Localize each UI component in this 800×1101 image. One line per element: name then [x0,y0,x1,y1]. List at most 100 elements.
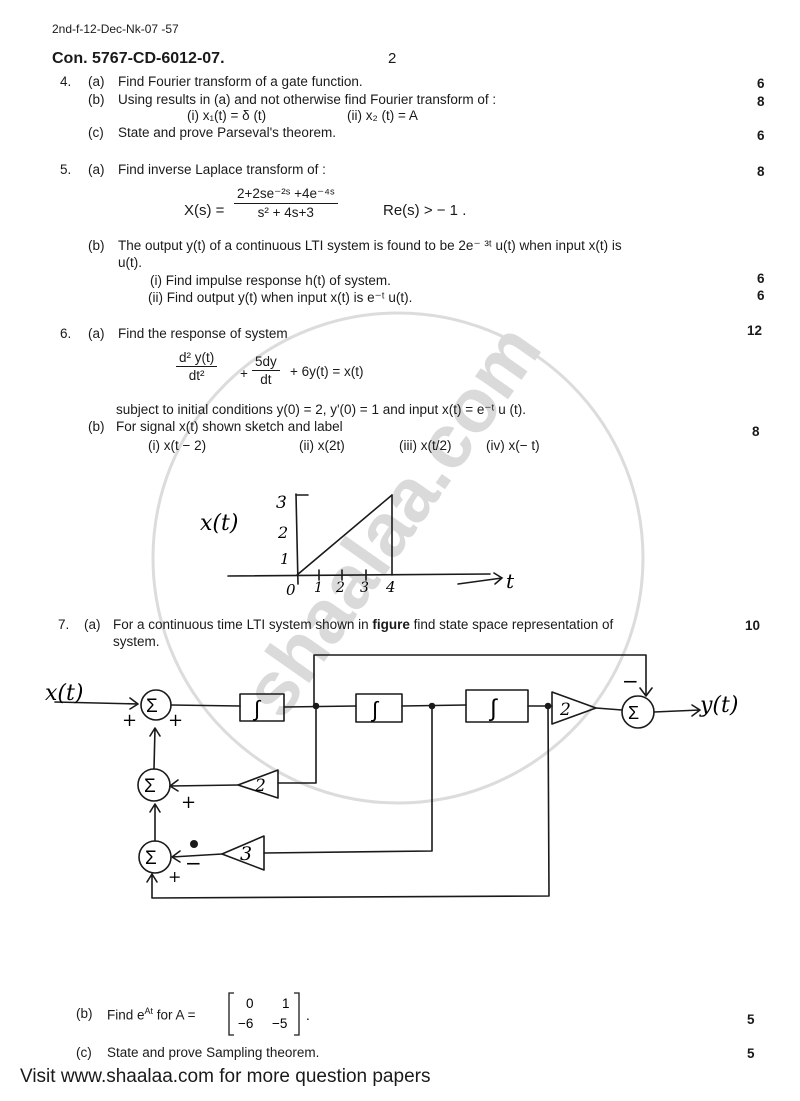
q6a-label: (a) [88,326,105,341]
q6a-marks: 12 [747,323,763,338]
q7b-text-sup: At [144,1006,154,1016]
q4b-text: Using results in (a) and not otherwise f… [118,92,497,107]
q4b-part-i: (i) x₁(t) = δ (t) [187,108,267,123]
footer-link-text[interactable]: Visit www.shaalaa.com for more question … [20,1066,431,1087]
q6b-label: (b) [88,419,105,434]
q6-eq-plus: + [240,366,248,381]
q6b-part-i: (i) x(t − 2) [148,438,207,453]
svg-text:.: . [306,1008,310,1023]
summer-2-symbol: Σ [144,776,156,797]
matrix-a22: −5 [272,1016,287,1031]
q7b-marks: 5 [747,1012,755,1027]
q4b-label: (b) [88,92,105,107]
q5a-marks: 8 [757,164,765,179]
q6b-part-iii: (iii) x(t/2) [399,438,452,453]
s3-plus: + [168,867,181,886]
q6-eq-term2-den: dt [260,372,272,387]
sketch-t-arrow [457,572,504,585]
q6a-text: Find the response of system [118,326,288,341]
q4c-label: (c) [88,125,104,140]
gain-out-triangle [551,691,597,725]
q4-number: 4. [60,74,72,89]
s3-minus: − [185,851,202,875]
sketch-x-axis [227,573,491,577]
integrator-3 [465,689,529,723]
q6-number: 6. [60,326,72,341]
q5-eq-lhs: X(s) = [184,202,225,219]
q5b-text: The output y(t) of a continuous LTI syst… [118,238,622,253]
sketch-xtick-4: 4 [385,578,396,596]
matrix-a12: 1 [282,996,290,1011]
matrix-brackets: 0 1 −6 −5 . [228,992,310,1036]
q7a-text-post: find state space representation of [409,617,614,632]
link-node1-gain2 [277,705,317,784]
output-arrow [653,704,701,717]
q7c-marks: 5 [747,1046,755,1061]
link-int1-int2 [283,705,357,708]
q4a-label: (a) [88,74,105,89]
q5-eq-numerator: 2+2se⁻²ˢ +4e⁻⁴ˢ [234,186,338,204]
con-number: Con. 5767-CD-6012-07. [52,50,225,67]
q6-conditions: subject to initial conditions y(0) = 2, … [116,402,526,417]
q6b-part-iv: (iv) x(− t) [486,438,540,453]
q4b-part-ii: (ii) x₂ (t) = A [347,108,418,123]
q4c-marks: 6 [757,128,765,143]
ink-dot [190,840,198,848]
q4a-text: Find Fourier transform of a gate functio… [118,74,363,89]
q7b-text: Find eAt for A = [107,1006,195,1023]
s1-plus-left: + [122,710,137,731]
sketch-xtick-0: 0 [286,581,296,599]
sketch-xlabel: t [506,569,515,593]
link-gain-s4 [595,707,623,711]
sketch-xtick-3: 3 [360,580,369,596]
s1-plus-right: + [168,710,183,731]
integrator-2 [355,693,403,723]
gain-low-triangle [221,835,265,871]
gain-low-label: 3 [240,843,252,865]
integrator-1 [239,693,285,722]
sketch-ramp [296,494,393,576]
q5a-label: (a) [88,162,105,177]
q5-eq-denominator: s² + 4s+3 [257,205,314,220]
q6-eq-term2: 5dy dt [252,354,280,387]
q6-eq-rest: + 6y(t) = x(t) [290,364,364,379]
sketch-xtick-2: 2 [335,580,345,596]
matrix-a21: −6 [238,1016,253,1031]
q7b-text-main: Find e [107,1007,145,1023]
sketch-xtick-1: 1 [314,580,323,596]
link-s1-int1 [170,704,241,707]
input-arrow [54,697,139,710]
q4a-marks: 6 [757,76,765,91]
integrator-1-symbol: ∫ [252,696,262,721]
q7a-text: For a continuous time LTI system shown i… [113,617,613,632]
q7c-label: (c) [76,1045,92,1060]
s2-plus: + [181,792,196,813]
sketch-ytick-3: 3 [276,493,287,513]
q7a-marks: 10 [745,618,761,633]
q7a-text-cont: system. [113,634,160,649]
q5b-text-cont: u(t). [118,255,143,270]
gain-out-label: 2 [559,700,571,720]
link-s3-s2 [149,803,161,842]
sout-minus: − [622,669,639,693]
sketch-y-axis [295,493,299,585]
q5-number: 5. [60,162,72,177]
page-number: 2 [388,50,397,67]
q6-eq-term1-num: d² y(t) [176,350,218,367]
signal-sketch: x(t) 3 2 1 0 1 2 3 4 t [200,493,515,599]
q7a-text-bold: figure [372,617,410,632]
q5b-part-ii: (ii) Find output y(t) when input x(t) is… [148,290,413,305]
q5-eq-fraction: 2+2se⁻²ˢ +4e⁻⁴ˢ s² + 4s+3 [234,186,338,220]
feedforward-top [313,654,653,708]
q4c-text: State and prove Parseval's theorem. [118,125,336,140]
link-s2-s1 [149,727,161,770]
sketch-ytick-2: 2 [277,523,288,542]
q5a-text: Find inverse Laplace transform of : [118,162,326,177]
q6b-part-ii: (ii) x(2t) [299,438,345,453]
integrator-2-symbol: ∫ [370,697,380,722]
sketch-ytick-1: 1 [280,550,290,568]
q6b-text: For signal x(t) shown sketch and label [116,419,343,434]
link-gain2-s2 [169,779,239,792]
input-label: x(t) [45,681,83,706]
q5b-ii-marks: 6 [757,288,765,303]
